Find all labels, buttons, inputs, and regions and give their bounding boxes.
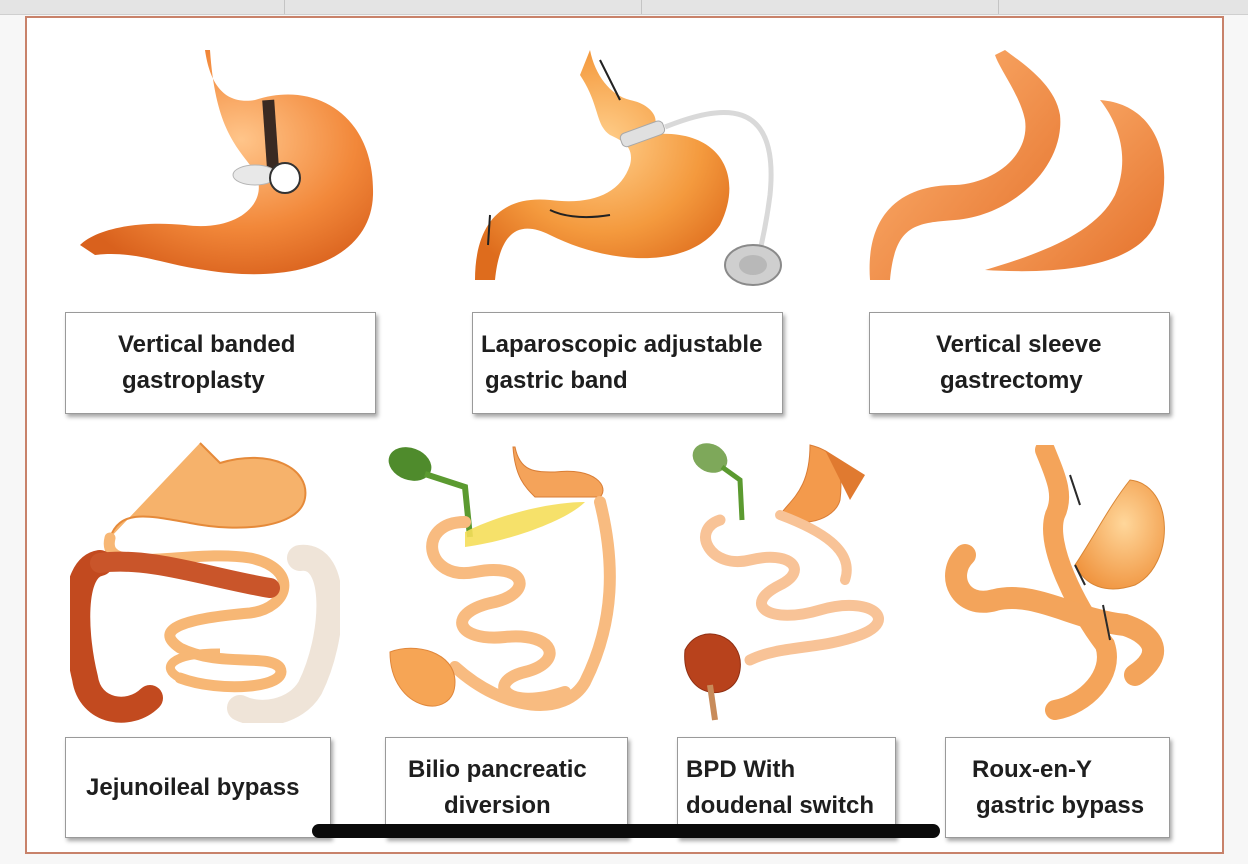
label-line: diversion — [444, 791, 551, 819]
toolbar-divider — [998, 0, 999, 14]
toolbar-divider — [641, 0, 642, 14]
label-line: BPD With — [686, 755, 796, 783]
label-vertical-sleeve-gastrectomy: Vertical sleeve gastrectomy — [869, 312, 1170, 414]
label-jejunoileal-bypass: Jejunoileal bypass — [65, 737, 331, 838]
bpd-with-duodenal-switch-illustration — [684, 443, 884, 721]
label-line: Vertical sleeve — [936, 331, 1102, 358]
laparoscopic-adjustable-gastric-band-illustration — [475, 50, 782, 286]
label-bilio-pancreatic-diversion: Bilio pancreatic diversion — [385, 737, 628, 838]
label-roux-en-y-gastric-bypass: Roux-en-Y gastric bypass — [945, 737, 1170, 838]
toolbar-divider — [284, 0, 285, 14]
roux-en-y-gastric-bypass-illustration — [945, 445, 1165, 720]
label-line: gastroplasty — [122, 367, 265, 394]
label-line: gastrectomy — [940, 367, 1083, 394]
vertical-banded-gastroplasty-illustration — [80, 50, 374, 275]
label-line: gastric band — [485, 367, 628, 394]
label-line: doudenal switch — [686, 791, 875, 819]
label-line: Roux-en-Y — [972, 755, 1092, 783]
top-toolbar — [0, 0, 1248, 15]
label-line: Bilio pancreatic — [408, 755, 587, 783]
jejunoileal-bypass-illustration — [70, 442, 340, 723]
label-laparoscopic-adjustable-gastric-band: Laparoscopic adjustable gastric band — [472, 312, 783, 414]
bilio-pancreatic-diversion-illustration — [388, 446, 616, 711]
vertical-sleeve-gastrectomy-illustration — [869, 50, 1165, 280]
label-vertical-banded-gastroplasty: Vertical banded gastroplasty — [65, 312, 376, 414]
label-line: Jejunoileal bypass — [86, 773, 300, 801]
label-line: Vertical banded — [118, 331, 296, 358]
label-line: Laparoscopic adjustable — [481, 331, 763, 358]
label-bpd-with-duodenal-switch: BPD With doudenal switch — [677, 737, 896, 838]
horizontal-scrollbar[interactable] — [312, 824, 940, 838]
label-line: gastric bypass — [976, 791, 1145, 819]
